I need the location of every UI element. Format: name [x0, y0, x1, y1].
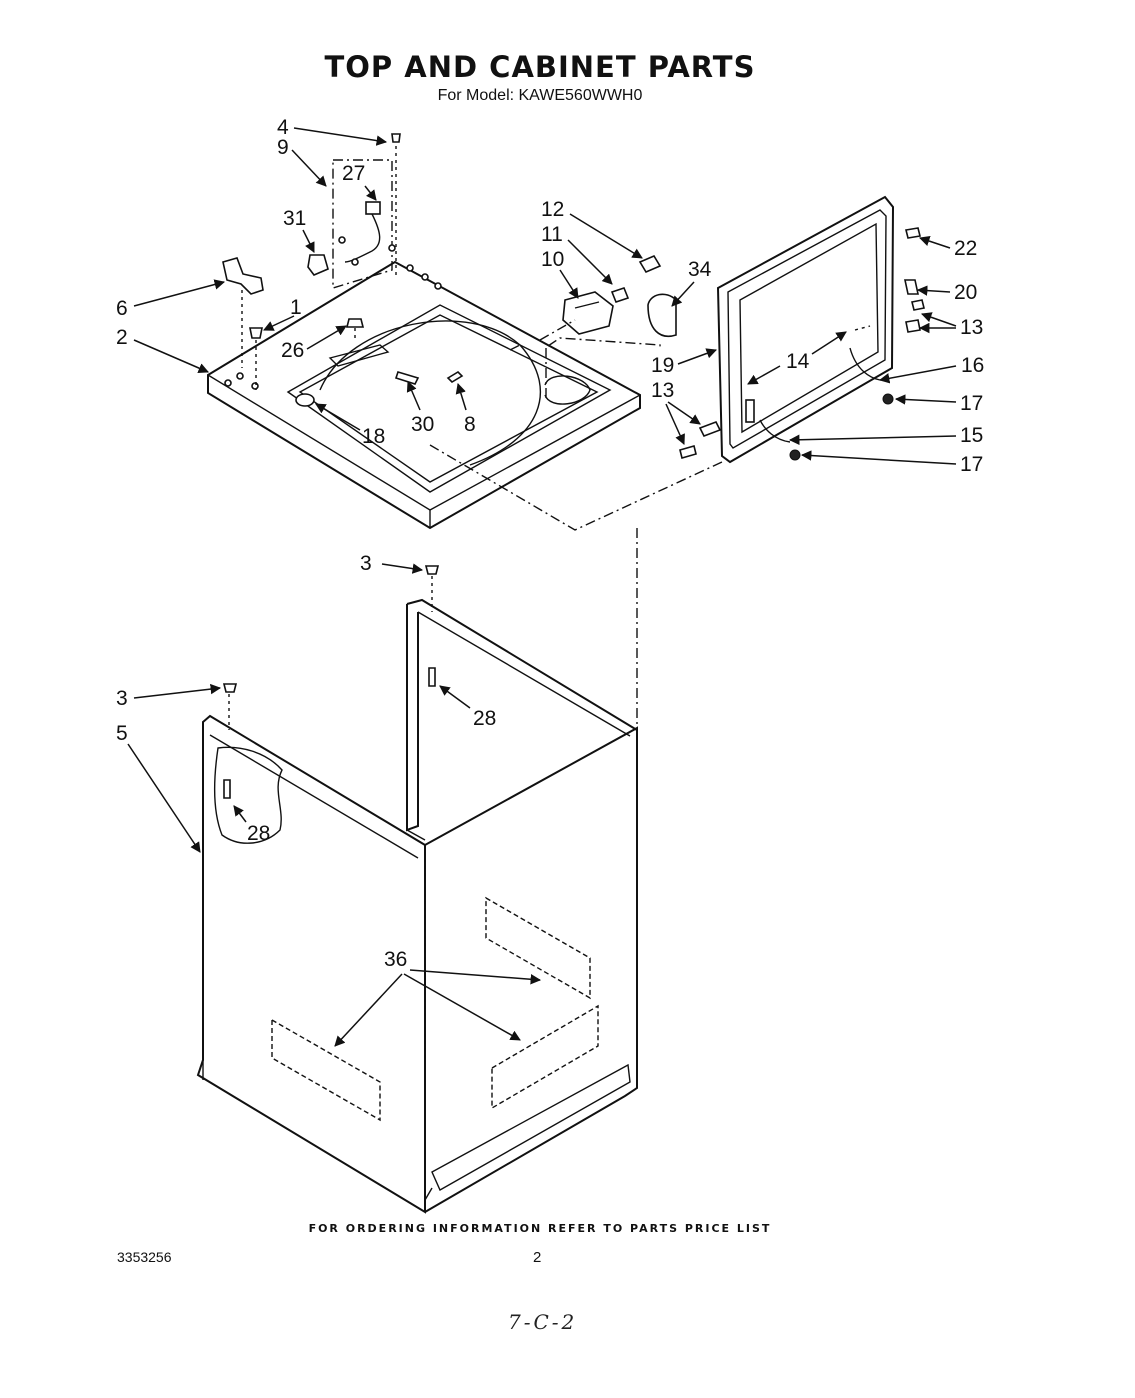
callout-13: 13	[960, 316, 983, 339]
callout-9: 9	[277, 136, 289, 159]
page-title: TOP AND CABINET PARTS	[324, 50, 756, 84]
model-subtitle: For Model: KAWE560WWH0	[437, 87, 643, 104]
callout-15: 15	[960, 424, 983, 447]
callout-28: 28	[473, 707, 496, 730]
ordering-info-note: FOR ORDERING INFORMATION REFER TO PARTS …	[308, 1222, 772, 1235]
bleach-cup-part	[647, 293, 677, 337]
callout-10: 10	[541, 248, 564, 271]
callout-8: 8	[464, 413, 476, 436]
callout-27: 27	[342, 162, 365, 185]
cabinet	[196, 528, 638, 1214]
callout-11: 11	[541, 223, 563, 246]
page-number: 2	[533, 1249, 542, 1266]
handwritten-annotation: 7-C-2	[508, 1310, 578, 1334]
callout-4: 4	[277, 116, 289, 139]
bracket-part	[222, 257, 264, 368]
wire-clip-part	[307, 254, 329, 276]
callout-20: 20	[954, 281, 977, 304]
callout-28b: 28	[247, 822, 270, 845]
document-number: 3353256	[117, 1249, 172, 1265]
callout-30: 30	[411, 413, 434, 436]
callout-6: 6	[116, 297, 128, 320]
grommet-part	[345, 318, 365, 342]
callout-1: 1	[290, 296, 302, 319]
callout-17: 17	[960, 392, 983, 415]
callout-31: 31	[283, 207, 306, 230]
dispenser-assembly	[539, 254, 662, 341]
callout-18: 18	[362, 425, 385, 448]
callout-26: 26	[281, 339, 304, 362]
switch-bracket-group	[332, 133, 401, 289]
callout-16: 16	[961, 354, 984, 377]
lid-switch-part	[394, 370, 464, 385]
washer-top-panel	[207, 260, 641, 530]
callout-19: 19	[651, 354, 674, 377]
callout-2: 2	[116, 326, 128, 349]
callout-17b: 17	[960, 453, 983, 476]
washer-lid	[679, 195, 925, 464]
callout-5: 5	[116, 722, 128, 745]
screw-part	[249, 327, 263, 390]
cabinet-screws	[222, 565, 440, 799]
callout-12: 12	[541, 198, 564, 221]
callout-3: 3	[360, 552, 372, 575]
callout-labels: 4 9 27 31 6 1 2 26 12 11 10 34 22	[116, 116, 984, 1047]
callout-22: 22	[954, 237, 977, 260]
callout-34: 34	[688, 258, 712, 281]
callout-3b: 3	[116, 687, 128, 710]
hinge-part	[295, 344, 390, 407]
callout-14: 14	[786, 350, 810, 373]
callout-36: 36	[384, 948, 407, 971]
callout-13b: 13	[651, 379, 674, 402]
